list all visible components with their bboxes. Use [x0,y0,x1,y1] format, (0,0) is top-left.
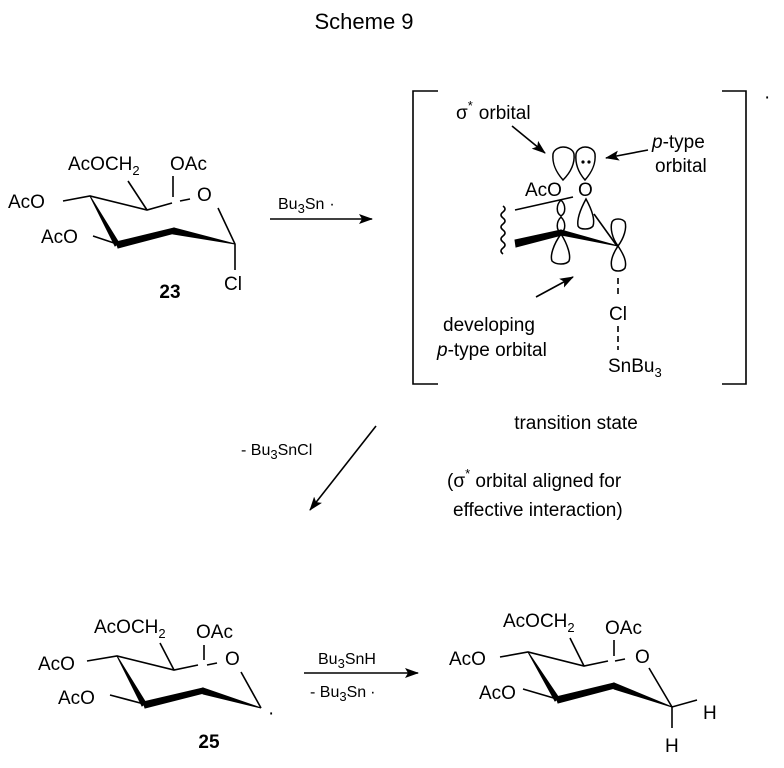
oac-top-label: OAc [605,618,642,639]
sigma-star-lobe [552,146,575,182]
ring-oxygen-label: O [225,649,240,670]
wedge-bond [115,227,176,249]
compound-number-25: 25 [198,732,220,753]
oxygen-p-lobe [575,146,596,182]
aco-c4-label: AcO [38,654,75,675]
developing-pointer-arrow [535,276,574,298]
step3-byproduct: - Bu3Sn· [310,684,375,704]
p-type-label-line1: p-type [651,132,705,153]
transition-state: · σ*orbital p-type orbital AcO O Cl SnBu… [412,87,770,385]
ring-oxygen-label: O [197,185,212,206]
aco-c3-label: AcO [41,227,78,248]
p-type-pointer-arrow [605,149,649,161]
aco-c4-label: AcO [8,192,45,213]
bond [62,195,173,211]
transition-state-caption: transition state [514,413,638,434]
bond [499,651,609,667]
scheme-title: Scheme 9 [314,9,413,34]
bond [614,658,626,662]
right-bracket [722,90,747,385]
developing-label-line1: developing [443,315,535,336]
lower-oxygen-lobe [577,197,595,230]
bond [240,671,262,709]
lone-pair-dot [581,160,585,164]
developing-p-lobe-upper [610,218,627,248]
aco-c3-label: AcO [479,683,516,704]
note-line1: (σ* orbital aligned for [447,466,622,492]
chloride-label: Cl [224,274,242,295]
ring-oxygen-label: O [635,647,650,668]
ch2oac-label: AcOCH2 [68,154,140,178]
lone-pair-dot [587,160,591,164]
bond [514,196,574,211]
compound-25: AcOCH2 OAc O AcO AcO 25 · [38,617,274,753]
radical-dot: · [268,703,274,724]
step2-byproduct: - Bu3SnCl [241,442,312,462]
ch2oac-label: AcOCH2 [94,617,166,641]
product: AcOCH2 OAc O AcO AcO H H [449,611,717,757]
wedge-bond [172,227,236,245]
bond [86,655,199,671]
sigma-pointer-arrow [511,125,546,154]
step1-arrow-group: Bu3Sn· [270,196,373,224]
ring-oxygen-ts-label: O [578,180,593,201]
wedge-bond [560,229,619,247]
compound-23: AcOCH2 OAc O AcO AcO Cl 23 [8,154,242,303]
c2-bond-lobe-upper [556,198,566,217]
developing-label-line2: p-type orbital [436,340,547,361]
wedge-bond [613,682,673,708]
step3-reagent: Bu3SnH [318,651,376,671]
wedge-bond [555,682,616,704]
wavy-bond-icon [500,205,506,255]
bond [206,662,218,666]
step1-reagent: Bu3Sn· [278,196,335,216]
hydrogen-label-2: H [665,736,679,757]
reaction-arrow-2 [309,425,377,511]
bond [569,637,585,667]
radical-dot: · [764,87,770,108]
step2-arrow-group: - Bu3SnCl [241,425,377,511]
hydrogen-label-1: H [703,703,717,724]
bond [217,207,236,270]
developing-p-lobe-lower [610,244,627,272]
compound-number-23: 23 [159,282,180,303]
bond [109,694,145,705]
wedge-bond [202,687,262,709]
step3-arrow-group: Bu3SnH - Bu3Sn· [304,651,419,704]
bond [127,180,148,211]
note-line2: effective interaction) [453,500,623,521]
ch2oac-label: AcOCH2 [503,611,575,635]
sigma-star-label: σ*orbital [456,98,531,124]
bond [593,213,618,247]
p-type-label-line2: orbital [655,156,707,177]
bond [522,688,558,700]
oac-top-label: OAc [170,154,207,175]
aco-c4-label: AcO [449,649,486,670]
bond [179,198,191,202]
c2-lower-lobe [550,232,571,265]
wedge-bond [89,195,120,247]
cl-ts-label: Cl [609,304,627,325]
wedge-bond [142,687,205,709]
snbu3-label: SnBu3 [608,356,662,380]
aco-c3-label: AcO [58,688,95,709]
aco-ts-label: AcO [525,180,562,201]
left-bracket [412,90,438,385]
oac-top-label: OAc [196,622,233,643]
bond [159,642,175,671]
